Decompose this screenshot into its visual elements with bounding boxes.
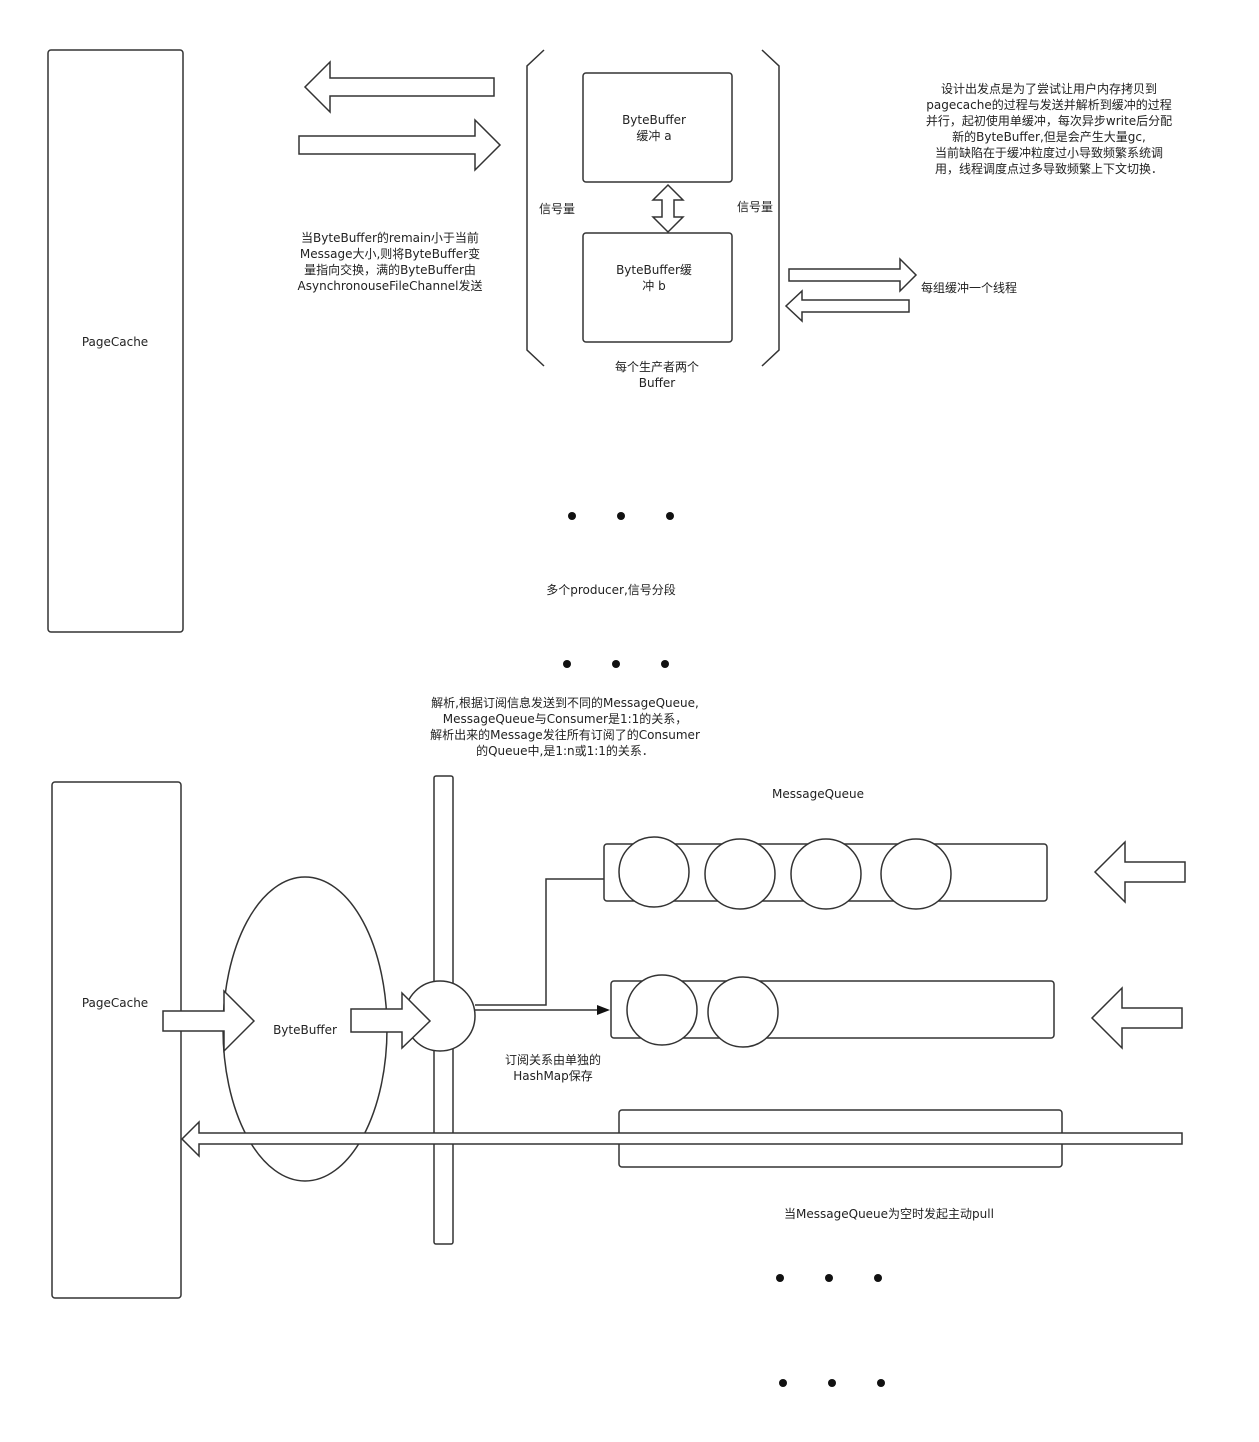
ellipsis-dot: [877, 1379, 885, 1387]
page-cache-label-top: PageCache: [82, 335, 148, 349]
parse-note-line2: MessageQueue与Consumer是1:1的关系，: [443, 711, 688, 726]
ellipsis-dot: [776, 1274, 784, 1282]
queue-1-message: [790, 838, 862, 910]
arrow-pagecache-to-bytebuffer: [162, 989, 256, 1053]
swap-double-arrow: [651, 183, 685, 234]
ellipsis-dot: [825, 1274, 833, 1282]
producer-buffers-line2: Buffer: [639, 376, 675, 390]
message-queue-label: MessageQueue: [772, 787, 864, 801]
queue-1-message: [618, 836, 690, 908]
semaphore-left-label: 信号量: [539, 202, 575, 216]
parse-note-line1: 解析,根据订阅信息发送到不同的MessageQueue,: [431, 695, 699, 710]
pull-note: 当MessageQueue为空时发起主动pull: [784, 1206, 994, 1221]
producer-buffers-line1: 每个生产者两个: [615, 359, 699, 374]
page-cache-label-bottom: PageCache: [82, 996, 148, 1010]
buffer-a-box: [582, 72, 733, 183]
design-note-line6: 用，线程调度点过多导致频繁上下文切换．: [935, 161, 1163, 176]
design-note-line2: pagecache的过程与发送并解析到缓冲的过程: [926, 97, 1172, 112]
route-connector-queue-1: [475, 878, 606, 1006]
semaphore-right-label: 信号量: [737, 200, 773, 214]
ellipsis-dot: [568, 512, 576, 520]
thread-note: 每组缓冲一个线程: [921, 280, 1017, 295]
ellipsis-dot: [828, 1379, 836, 1387]
swap-note-line3: 量指向交换，满的ByteBuffer由: [304, 262, 476, 277]
hashmap-note-line1: 订阅关系由单独的: [505, 1052, 601, 1067]
queue-1-message: [880, 838, 952, 910]
hashmap-note-line2: HashMap保存: [513, 1069, 593, 1083]
ellipsis-dot: [617, 512, 625, 520]
design-note-line5: 当前缺陷在于缓冲粒度过小导致频繁系统调: [935, 145, 1163, 160]
swap-note-line1: 当ByteBuffer的remain小于当前: [301, 230, 479, 245]
buffer-a-line2: 缓冲 a: [636, 128, 671, 143]
consumer-arrow-queue-1: [1093, 840, 1186, 904]
ellipsis-dot: [612, 660, 620, 668]
parse-note-line3: 解析出来的Message发往所有订阅了的Consumer: [430, 727, 700, 742]
queue-2-message: [626, 974, 698, 1046]
buffer-b-line1: ByteBuffer缓: [616, 263, 692, 277]
arrow-bytebuffer-to-dispatcher: [350, 991, 432, 1050]
buffer-b-box: [582, 232, 733, 343]
arrow-to-thread: [788, 257, 918, 293]
ellipsis-dot: [563, 660, 571, 668]
ellipsis-dot: [666, 512, 674, 520]
buffer-b-line2: 冲 b: [642, 278, 665, 293]
swap-note-line4: AsynchronouseFileChannel发送: [298, 278, 483, 293]
ellipsis-dot: [661, 660, 669, 668]
design-note-line1: 设计出发点是为了尝试让用户内存拷贝到: [941, 81, 1157, 96]
design-note-line4: 新的ByteBuffer,但是会产生大量gc,: [952, 129, 1146, 144]
queue-2-message: [707, 976, 779, 1048]
swap-note-line2: Message大小,则将ByteBuffer变: [300, 246, 480, 261]
page-cache-box-top: [47, 49, 184, 633]
arrow-to-pagecache: [303, 60, 495, 114]
multi-producer-label: 多个producer,信号分段: [546, 582, 676, 597]
consumer-arrow-queue-2: [1090, 986, 1183, 1050]
queue-1-message: [704, 838, 776, 910]
arrow-from-thread: [784, 289, 910, 323]
buffer-a-line1: ByteBuffer: [622, 113, 686, 127]
arrow-to-buffers: [298, 118, 502, 172]
bytebuffer-label: ByteBuffer: [273, 1023, 337, 1037]
ellipsis-dot: [779, 1379, 787, 1387]
left-bracket: [526, 49, 545, 367]
design-note-line3: 并行，起初使用单缓冲，每次异步write后分配: [926, 113, 1172, 128]
right-bracket: [761, 49, 780, 367]
page-cache-box-bottom: [51, 781, 182, 1299]
pull-arrow-to-pagecache: [180, 1120, 1183, 1158]
parse-note-line4: 的Queue中,是1:n或1:1的关系．: [476, 743, 654, 758]
route-arrowhead-2: [597, 1005, 610, 1015]
ellipsis-dot: [874, 1274, 882, 1282]
